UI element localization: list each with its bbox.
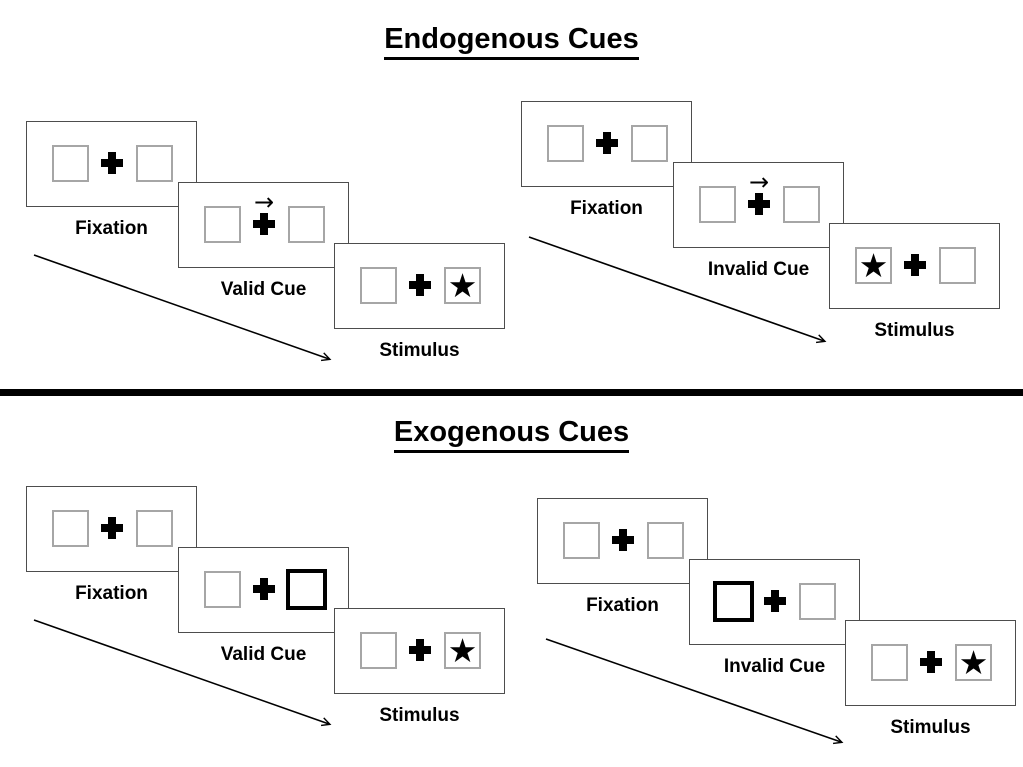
fixation-cross-icon: [612, 529, 634, 551]
step-label: Stimulus: [379, 340, 460, 361]
step-label: Fixation: [586, 595, 659, 616]
fixation-panel: [26, 121, 197, 207]
cue-arrow-icon: →: [748, 168, 770, 196]
cue-panel: [178, 547, 349, 633]
step-label: Stimulus: [874, 320, 955, 341]
fixation-cross-icon: [920, 651, 942, 673]
step-label: Valid Cue: [220, 644, 307, 665]
fixation-cross-icon: [101, 517, 123, 539]
left-box: [360, 267, 397, 304]
section-title-exogenous: Exogenous Cues: [0, 415, 1023, 453]
right-box: ★: [955, 644, 992, 681]
right-box: ★: [444, 267, 481, 304]
step-label: Valid Cue: [220, 279, 307, 300]
star-stimulus-icon: ★: [447, 631, 478, 670]
fixation-cross-icon: [596, 132, 618, 154]
right-box: [631, 125, 668, 162]
right-box: ★: [444, 632, 481, 669]
left-box: ★: [855, 247, 892, 284]
fixation-panel: [537, 498, 708, 584]
fixation-cross-icon: [409, 274, 431, 296]
step-label: Invalid Cue: [707, 259, 810, 280]
fixation-cross-icon: [764, 590, 786, 612]
cue-panel: →: [178, 182, 349, 268]
fixation-cross-icon: [748, 193, 770, 215]
right-box: [288, 206, 325, 243]
section-title-text: Endogenous Cues: [384, 22, 639, 60]
right-box: [783, 186, 820, 223]
fixation-cross-icon: [409, 639, 431, 661]
section-title-text: Exogenous Cues: [393, 415, 630, 453]
left-box: [563, 522, 600, 559]
stimulus-panel: ★: [845, 620, 1016, 706]
right-box: [939, 247, 976, 284]
step-label: Fixation: [75, 218, 148, 239]
left-box: [699, 186, 736, 223]
star-stimulus-icon: ★: [858, 246, 889, 285]
cue-arrow-icon: →: [253, 188, 275, 216]
left-box: [52, 510, 89, 547]
cued-box: [713, 581, 754, 622]
fixation-cross-icon: [253, 213, 275, 235]
right-box: [136, 510, 173, 547]
fixation-cross-icon: [101, 152, 123, 174]
cue-panel: →: [673, 162, 844, 248]
left-box: [204, 571, 241, 608]
step-label: Invalid Cue: [723, 656, 826, 677]
stimulus-panel: ★: [829, 223, 1000, 309]
fixation-cross-icon: [253, 578, 275, 600]
left-box: [547, 125, 584, 162]
sequence-exogenous-valid: Fixation Valid Cue ★ Stimulus: [26, 486, 508, 748]
left-box: [871, 644, 908, 681]
left-box: [204, 206, 241, 243]
cue-panel: [689, 559, 860, 645]
stimulus-panel: ★: [334, 243, 505, 329]
right-box: [136, 145, 173, 182]
section-title-endogenous: Endogenous Cues: [0, 22, 1023, 60]
fixation-panel: [521, 101, 692, 187]
star-stimulus-icon: ★: [958, 643, 989, 682]
section-divider: [0, 389, 1023, 396]
right-box: [647, 522, 684, 559]
left-box: [360, 632, 397, 669]
fixation-panel: [26, 486, 197, 572]
sequence-endogenous-invalid: Fixation → Invalid Cue ★ Stimulus: [521, 101, 1003, 363]
step-label: Stimulus: [890, 717, 971, 738]
sequence-exogenous-invalid: Fixation Invalid Cue ★ Stimulus: [537, 498, 1019, 760]
step-label: Stimulus: [379, 705, 460, 726]
right-box: [799, 583, 836, 620]
star-stimulus-icon: ★: [447, 266, 478, 305]
stimulus-panel: ★: [334, 608, 505, 694]
fixation-cross-icon: [904, 254, 926, 276]
step-label: Fixation: [75, 583, 148, 604]
left-box: [52, 145, 89, 182]
step-label: Fixation: [570, 198, 643, 219]
sequence-endogenous-valid: Fixation → Valid Cue ★ Stimulus: [26, 121, 508, 383]
cued-box: [286, 569, 327, 610]
